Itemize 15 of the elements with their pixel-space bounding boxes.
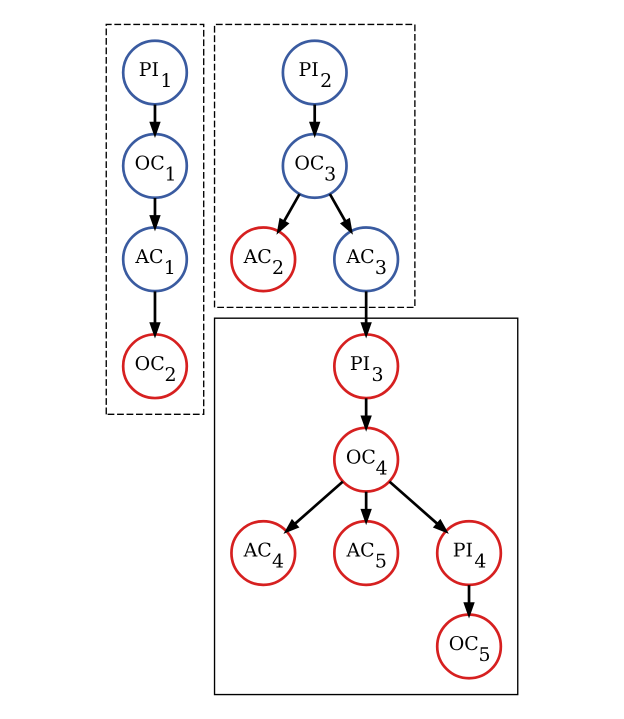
arrow <box>328 193 353 235</box>
arrow <box>276 193 301 235</box>
arrow <box>360 398 372 432</box>
cluster <box>214 318 518 696</box>
arrow <box>360 291 372 339</box>
arrow <box>149 198 161 232</box>
cluster <box>214 24 416 308</box>
arrow <box>283 480 344 534</box>
cluster <box>106 24 204 415</box>
arrow <box>149 291 161 339</box>
arrow <box>309 104 320 138</box>
arrow <box>388 480 449 534</box>
arrow <box>463 585 475 619</box>
arrow <box>149 104 161 138</box>
arrow <box>360 492 372 526</box>
